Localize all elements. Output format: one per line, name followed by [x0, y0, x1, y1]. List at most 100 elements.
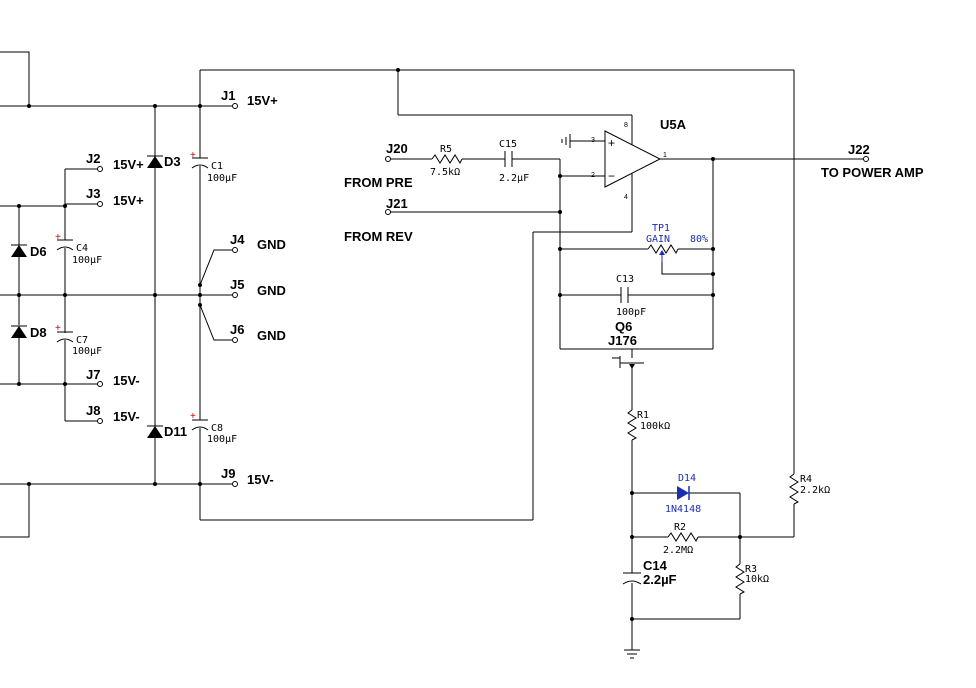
j2-ref: J2: [86, 151, 100, 166]
j4-ref: J4: [230, 232, 245, 247]
capacitor-c14: C14 2.2µF: [622, 558, 677, 587]
d14-ref: D14: [678, 473, 696, 484]
connector-j1: J1 15V+: [221, 88, 278, 109]
j5-net: GND: [257, 283, 286, 298]
c1-plus: +: [190, 150, 196, 161]
j1-net: 15V+: [247, 93, 278, 108]
r2-value: 2.2MΩ: [663, 545, 693, 556]
j9-ref: J9: [221, 466, 235, 481]
j20-net: FROM PRE: [344, 175, 413, 190]
diode-d3: D3: [147, 154, 181, 169]
r4-ref: R4: [800, 474, 812, 485]
r3-value: 10kΩ: [745, 574, 769, 585]
wires: [0, 51, 866, 650]
d11-ref: D11: [164, 424, 187, 439]
j3-net: 15V+: [113, 193, 144, 208]
connector-j21: J21 FROM REV: [344, 196, 413, 244]
j21-ref: J21: [386, 196, 408, 211]
capacitor-c8: + C8 100µF: [190, 411, 237, 445]
c8-plus: +: [190, 411, 196, 422]
q6-ref: Q6: [615, 319, 632, 334]
capacitor-c7: + C7 100µF: [55, 323, 102, 357]
c1-ref: C1: [211, 161, 223, 172]
tp1-setting: 80%: [690, 234, 708, 245]
tp1-ref: TP1: [652, 223, 670, 234]
tp1-label: GAIN: [646, 234, 670, 245]
connector-j2: J2 15V+: [86, 151, 144, 172]
resistor-r2: R2 2.2MΩ: [663, 522, 699, 556]
j9-net: 15V-: [247, 472, 274, 487]
opamp-u5a: + − U5A 8 3 2 1 4: [591, 117, 687, 201]
u5a-pin8: 8: [624, 122, 628, 129]
r3-ref: R3: [745, 564, 757, 575]
q6-value: J176: [608, 333, 637, 348]
j3-ref: J3: [86, 186, 100, 201]
u5a-ref: U5A: [660, 117, 687, 132]
d6-ref: D6: [30, 244, 47, 259]
resistor-r3: R3 10kΩ: [735, 563, 769, 595]
potentiometer-tp1: TP1 GAIN 80%: [646, 223, 708, 262]
r5-ref: R5: [440, 144, 452, 155]
c4-value: 100µF: [72, 255, 102, 266]
capacitor-c13: C13 100pF: [616, 274, 646, 318]
j6-net: GND: [257, 328, 286, 343]
u5a-pin1: 1: [663, 152, 667, 159]
connector-j6: J6 GND: [230, 322, 286, 343]
j4-net: GND: [257, 237, 286, 252]
opamp-minus: −: [608, 169, 615, 183]
capacitor-c4: + C4 100µF: [55, 232, 102, 266]
connector-j9: J9 15V-: [221, 466, 274, 487]
connector-j3: J3 15V+: [86, 186, 144, 208]
c8-ref: C8: [211, 423, 223, 434]
c14-value: 2.2µF: [643, 572, 677, 587]
j8-ref: J8: [86, 403, 100, 418]
j20-ref: J20: [386, 141, 408, 156]
diode-d8: D8: [11, 325, 47, 340]
connector-j5: J5 GND: [230, 277, 286, 298]
resistor-r1: R1 100kΩ: [627, 409, 670, 441]
c8-value: 100µF: [207, 434, 237, 445]
ground-icon: [561, 134, 571, 148]
connector-j7: J7 15V-: [86, 367, 140, 388]
j1-ref: J1: [221, 88, 235, 103]
j7-net: 15V-: [113, 373, 140, 388]
j8-net: 15V-: [113, 409, 140, 424]
d8-ref: D8: [30, 325, 47, 340]
opamp-plus: +: [608, 136, 615, 150]
r5-value: 7.5kΩ: [430, 167, 460, 178]
resistor-r4: R4 2.2kΩ: [789, 473, 830, 505]
jfet-q6: Q6 J176: [608, 319, 644, 369]
j2-net: 15V+: [113, 157, 144, 172]
u5a-pin3: 3: [591, 137, 595, 144]
c4-ref: C4: [76, 243, 88, 254]
connector-j20: J20 FROM PRE: [344, 141, 413, 190]
ground-icon-bottom: [624, 649, 640, 659]
connector-j22: J22 TO POWER AMP: [821, 142, 924, 180]
diode-d11: D11: [147, 424, 187, 439]
diode-d14: D14 1N4148: [665, 473, 701, 515]
r1-ref: R1: [637, 410, 649, 421]
c1-value: 100µF: [207, 173, 237, 184]
c7-value: 100µF: [72, 346, 102, 357]
j22-net: TO POWER AMP: [821, 165, 924, 180]
c15-value: 2.2µF: [499, 173, 529, 184]
capacitor-c15: C15 2.2µF: [499, 139, 529, 184]
c15-ref: C15: [499, 139, 517, 150]
resistor-r5: R5 7.5kΩ: [430, 144, 463, 178]
r4-value: 2.2kΩ: [800, 485, 830, 496]
j22-ref: J22: [848, 142, 870, 157]
r1-value: 100kΩ: [640, 421, 670, 432]
c7-ref: C7: [76, 335, 88, 346]
capacitor-c1: + C1 100µF: [190, 150, 237, 184]
connector-j4: J4 GND: [230, 232, 286, 253]
c13-value: 100pF: [616, 307, 646, 318]
diode-d6: D6: [11, 244, 47, 259]
u5a-pin4: 4: [624, 194, 628, 201]
j6-ref: J6: [230, 322, 244, 337]
c4-plus: +: [55, 232, 61, 243]
d3-ref: D3: [164, 154, 181, 169]
j5-ref: J5: [230, 277, 244, 292]
c7-plus: +: [55, 323, 61, 334]
u5a-pin2: 2: [591, 172, 595, 179]
